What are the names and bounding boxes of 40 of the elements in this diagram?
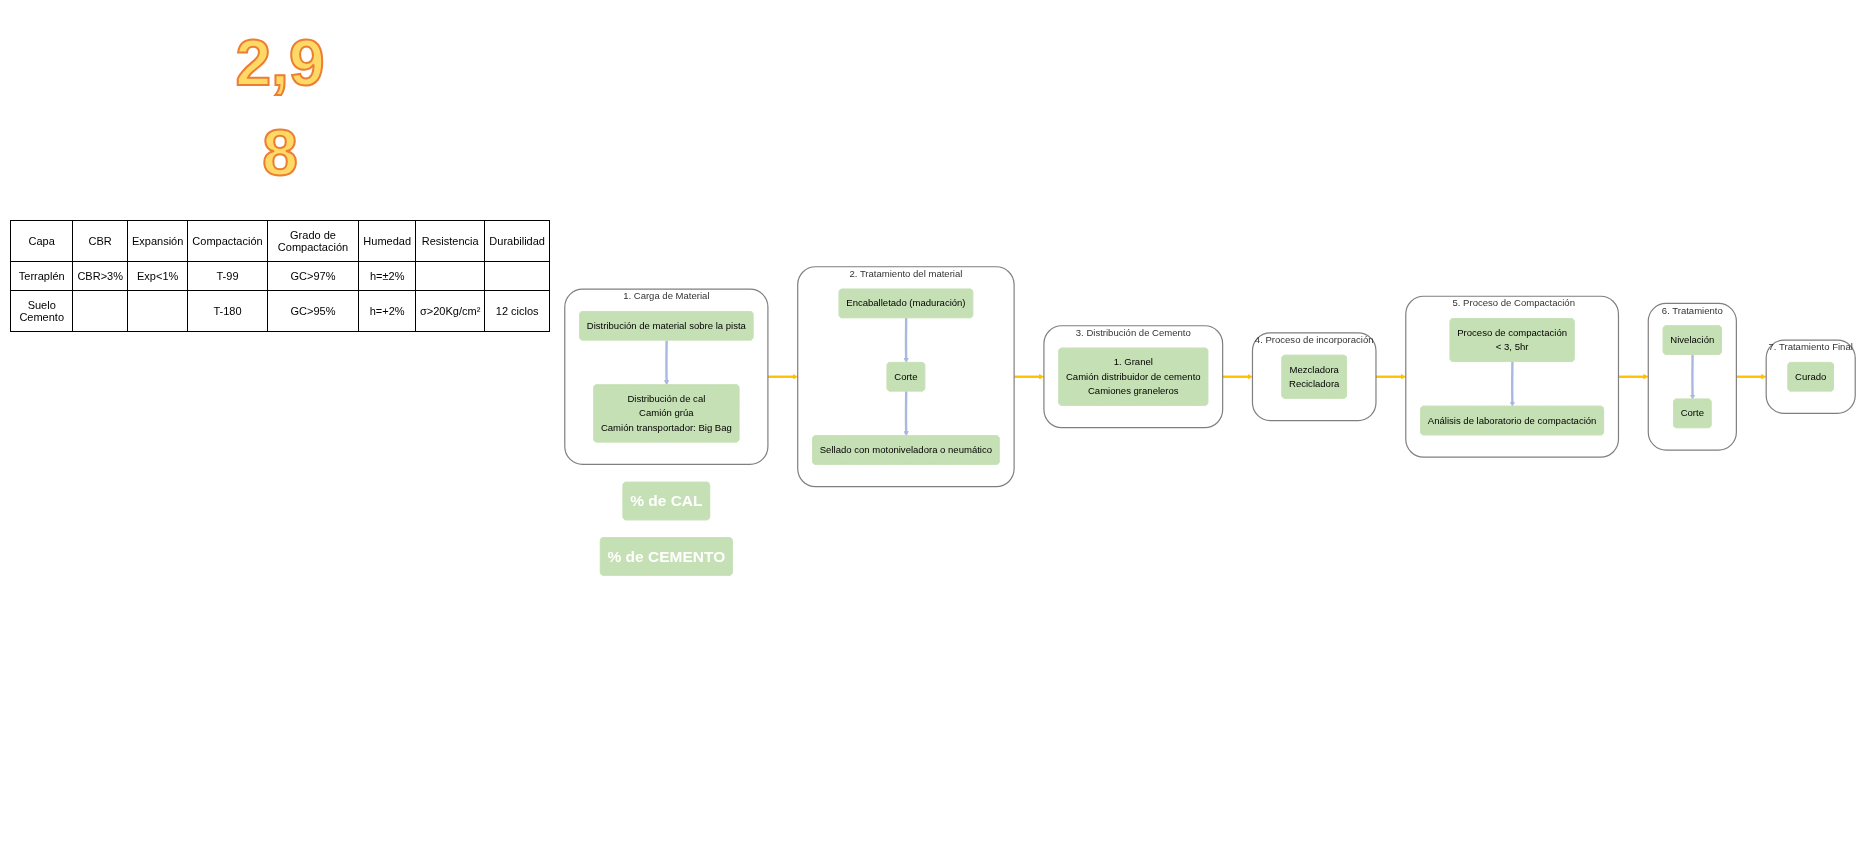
- table-cell-text: Resistencia: [421, 235, 479, 247]
- cluster: [1405, 295, 1620, 458]
- cluster: [1251, 331, 1377, 421]
- table-cell-text: Humedad: [363, 235, 412, 247]
- table-cell-text: T-180: [213, 305, 242, 317]
- arrow: [663, 339, 670, 385]
- arrow: [767, 373, 798, 379]
- table-cell-text: Durabilidad: [489, 235, 545, 247]
- table-cell-text: T-99: [216, 270, 239, 282]
- arrow: [1509, 361, 1515, 407]
- arrow: [1376, 373, 1406, 379]
- flowchart: 7. Tratamiento Final Curado 6. Tratamiento Nivelación Corte 5. Proceso de Compactación Proceso de compactación < 3, 5hr Análisis de laboratorio de compactación 4. Proceso de incorporación Mezcladora Recicladora 3. Distribución de Cemento 1. Granel Camión distribuidor de cemento Camiones graneleros 2. Tratamiento del material Encaballetado (maduración) Corte Sellado con motoniveladora o neumático 1. Carga de Material Distribución de material sobre la pista Distribución de cal Camión grúa Camión transportador: Big Bag % de CAL % de CEMENTO: [560, 261, 1860, 580]
- cluster: [564, 288, 769, 465]
- table-cell-text: GC>97%: [290, 270, 336, 282]
- table-cell-text: CBR>3%: [77, 270, 123, 282]
- table-cell-text: 12 ciclos: [495, 305, 539, 317]
- table-cell-text: Compactación: [192, 235, 263, 247]
- arrow: [903, 390, 909, 436]
- table-cell-text: h=±2%: [369, 270, 405, 282]
- arrow: [1689, 354, 1696, 400]
- arrow: [1618, 373, 1649, 379]
- percentage-value: 8: [262, 116, 298, 190]
- table-cell-text: Suelo Cemento: [19, 299, 65, 323]
- percentage-value: 2,9: [235, 26, 325, 100]
- table-cell-text: Exp<1%: [137, 270, 179, 282]
- cluster: [1043, 324, 1224, 428]
- table-cell-text: Capa: [28, 235, 55, 247]
- table-cell-text: Grado de Compactación: [277, 229, 349, 253]
- table-cell-text: h=+2%: [369, 305, 405, 317]
- table-cell-text: Terraplén: [18, 270, 65, 282]
- arrow: [1222, 373, 1253, 379]
- table-cell-text: GC>95%: [290, 305, 336, 317]
- table-cell-text: Expansión: [131, 235, 184, 247]
- arrow: [903, 317, 909, 363]
- cluster: [797, 265, 1015, 487]
- table-cell-text: σ>20Kg/cm²: [420, 305, 481, 317]
- cluster: [1765, 339, 1856, 414]
- cluster: [1647, 302, 1737, 451]
- arrow: [1736, 373, 1767, 379]
- table-cell-text: CBR: [88, 235, 112, 247]
